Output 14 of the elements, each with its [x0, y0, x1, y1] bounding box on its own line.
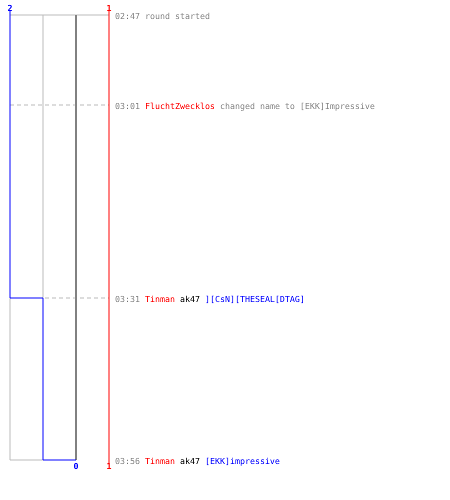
- timestamp: 03:56: [115, 456, 140, 466]
- player-name: Tinman: [145, 294, 175, 304]
- weapon-name: ak47: [180, 294, 200, 304]
- timestamp: 03:31: [115, 294, 140, 304]
- axis-number: 0: [74, 461, 78, 471]
- timestamp: 02:47: [115, 11, 140, 21]
- player-name: [EKK]impressive: [205, 456, 280, 466]
- player-name: Tinman: [145, 456, 175, 466]
- player-name: ][CsN][THESEAL[DTAG]: [205, 294, 305, 304]
- timestamp: 03:01: [115, 101, 140, 111]
- event-text: round started: [145, 11, 210, 21]
- event-text: changed name to [EKK]Impressive: [220, 101, 375, 111]
- player-name: FluchtZwecklos: [145, 101, 215, 111]
- weapon-name: ak47: [180, 456, 200, 466]
